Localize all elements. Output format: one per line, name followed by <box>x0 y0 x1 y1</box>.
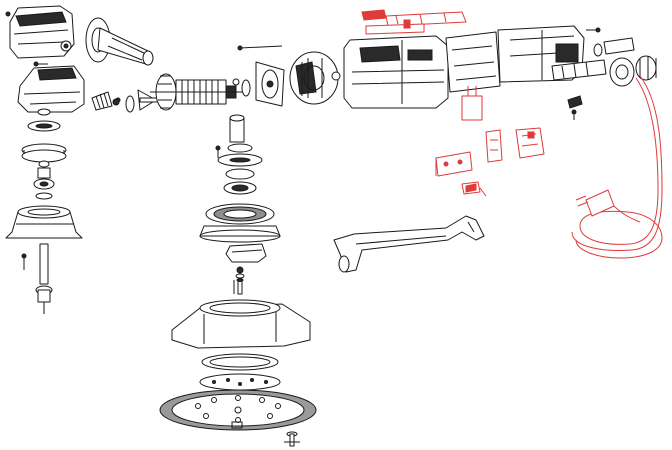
pad-brake-collar <box>199 203 281 243</box>
eccentric-bolt <box>233 278 244 295</box>
strain-relief <box>551 37 657 87</box>
carbon-brushes <box>435 151 487 197</box>
backing-pad <box>199 353 281 391</box>
motor-housing <box>343 35 449 109</box>
spindle-shaft <box>35 243 53 314</box>
shroud <box>171 299 311 349</box>
rear-handle-shell <box>445 25 601 93</box>
gear-housing-cover <box>5 5 75 59</box>
hook-loop-sanding-pad <box>159 389 317 431</box>
field-coil <box>289 51 341 105</box>
armature <box>150 73 251 111</box>
gear-housing <box>17 61 85 113</box>
pad-screw <box>284 431 300 447</box>
spindle-bearing-stack <box>21 108 67 200</box>
brush-springs <box>485 127 545 163</box>
eccentric-bearing-stack <box>215 114 263 195</box>
power-cord <box>571 75 663 259</box>
collar-clip <box>225 243 267 279</box>
switch-assembly <box>361 9 467 35</box>
bail-handle <box>333 215 485 273</box>
shroud-left <box>5 205 83 270</box>
cord-clamp <box>567 95 583 120</box>
fan <box>112 89 161 113</box>
capacitor <box>461 86 483 121</box>
auxiliary-handle <box>85 17 154 66</box>
brush-holder-ring <box>237 45 285 107</box>
